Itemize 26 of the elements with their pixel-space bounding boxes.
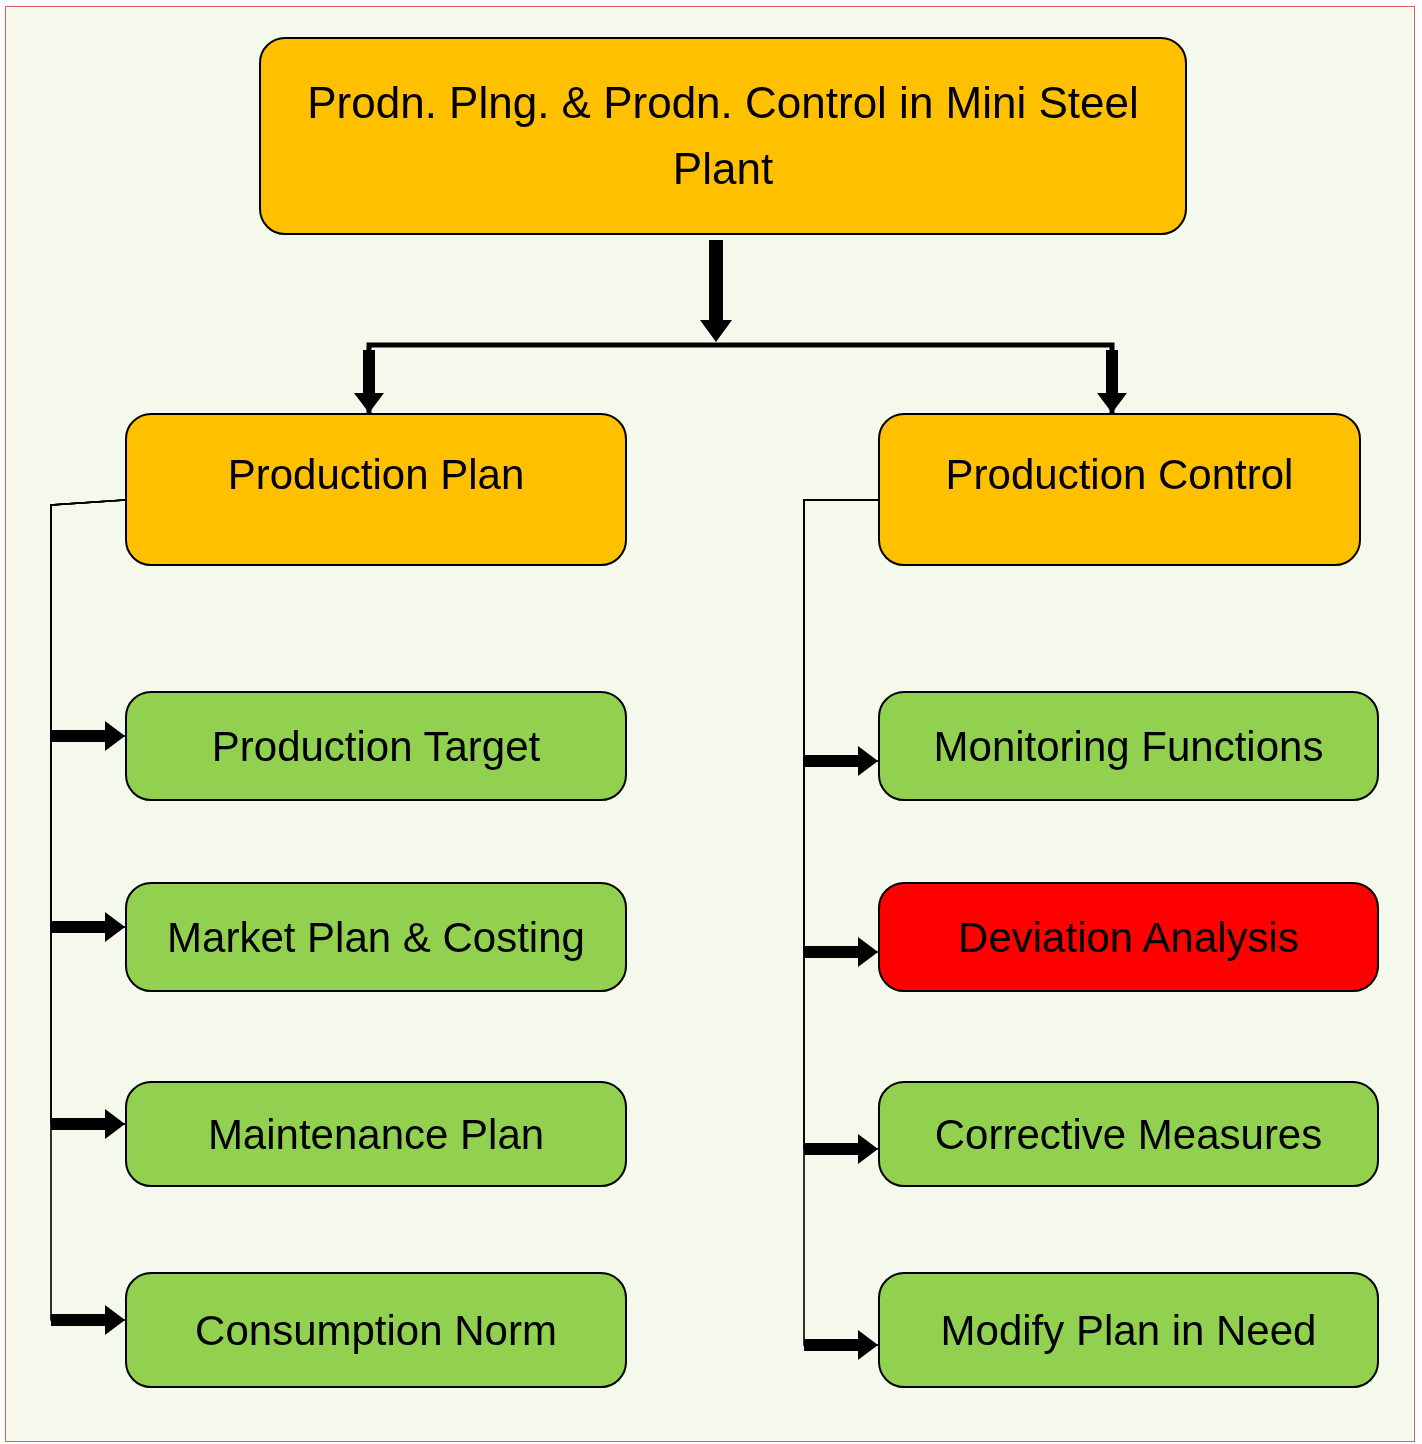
connector-arrow	[354, 342, 716, 413]
box-label: Deviation Analysis	[958, 912, 1299, 963]
process-box	[878, 691, 1379, 801]
box-label: Production Plan	[227, 450, 525, 500]
box-label: Modify Plan in Need	[940, 1305, 1317, 1356]
process-box	[878, 1081, 1379, 1187]
process-box	[125, 882, 627, 992]
process-box	[125, 413, 627, 566]
box-label: Maintenance Plan	[207, 1109, 545, 1160]
process-box	[125, 1272, 627, 1388]
box-label: Monitoring Functions	[933, 721, 1324, 772]
connector-arrow	[50, 499, 126, 1335]
box-label: Production Target	[211, 721, 541, 772]
box-label: Consumption Norm	[195, 1305, 557, 1356]
box-label: Corrective Measures	[934, 1109, 1323, 1160]
box-label: Prodn. Plng. & Prodn. Control in Mini Steel Plant	[306, 77, 1140, 195]
connector-arrow	[716, 342, 1127, 413]
process-box	[878, 882, 1379, 992]
process-box	[878, 1272, 1379, 1388]
title-box	[259, 37, 1187, 235]
box-label: Production Control	[945, 450, 1294, 500]
process-box	[878, 413, 1361, 566]
process-box	[125, 1081, 627, 1187]
process-box	[125, 691, 627, 801]
connector-arrow	[803, 499, 879, 1360]
box-label: Market Plan & Costing	[167, 912, 585, 963]
